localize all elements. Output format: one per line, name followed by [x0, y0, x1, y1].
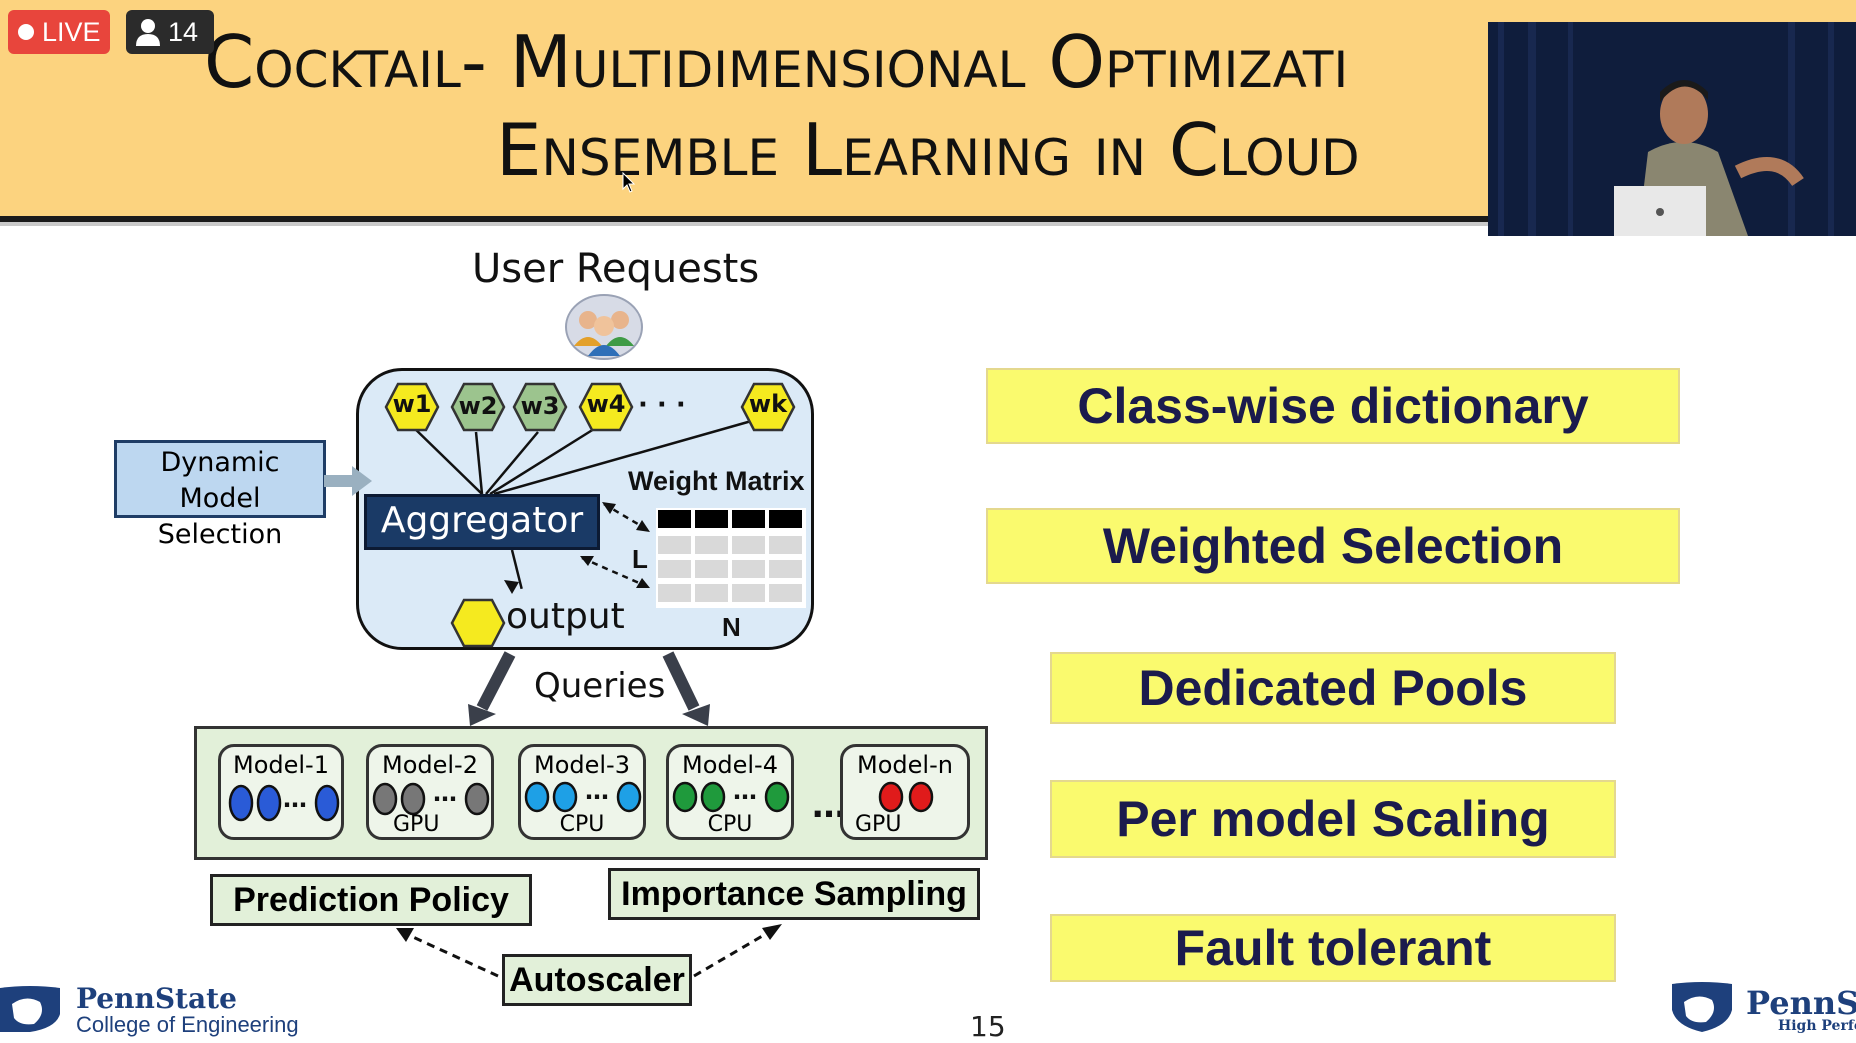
feature-fault-tolerant: Fault tolerant: [1050, 914, 1616, 982]
queries-label: Queries: [534, 666, 666, 706]
user-requests-label: User Requests: [472, 246, 760, 292]
model-n-instances: [878, 781, 934, 813]
dynamic-model-selection-box: Dynamic Model Selection: [114, 440, 326, 550]
autoscaler-arrows: [396, 924, 782, 978]
feature-dedicated-pools: Dedicated Pools: [1050, 652, 1616, 724]
weight-matrix-grid: [656, 508, 806, 608]
pennstate-shield-logo-right: [1672, 982, 1732, 1032]
model-box-2: Model-2 … GPU: [366, 744, 494, 840]
viewer-count: 14: [168, 16, 199, 47]
model-hw-n: GPU: [855, 812, 902, 837]
matrix-cols-label: N: [722, 612, 741, 642]
model-2-ellipsis: …: [433, 779, 457, 807]
model-box-1: Model-1 …: [218, 744, 344, 840]
hexagon-w4-icon: [578, 382, 634, 432]
output-hexagon-icon: [450, 598, 506, 648]
weight-w4: w4: [586, 390, 626, 418]
live-label: LIVE: [42, 16, 101, 47]
weights-graph: [409, 416, 763, 594]
model-3-instances: [524, 781, 642, 813]
model-1-ellipsis: …: [283, 785, 307, 813]
slide-title-line-1: Cocktail- Multidimensional Optimizati: [204, 20, 1349, 104]
model-4-ellipsis: …: [733, 777, 757, 805]
speaker-video: [1488, 22, 1856, 236]
model-box-3: Model-3 … CPU: [518, 744, 646, 840]
model-1-instances: [228, 784, 340, 822]
dms-line-1: Dynamic Model: [160, 447, 280, 514]
model-3-ellipsis: …: [585, 777, 609, 805]
weight-matrix-label: Weight Matrix: [628, 466, 805, 496]
model-name-3: Model-3: [534, 751, 630, 779]
feature-weighted-selection: Weighted Selection: [986, 508, 1680, 584]
page-number: 15: [970, 1010, 1006, 1043]
aggregator-box: Aggregator: [364, 494, 600, 550]
matrix-rows-label: L: [632, 544, 648, 574]
hexagon-w1-icon: [384, 382, 440, 432]
dms-line-2: Selection: [157, 519, 283, 550]
hexagon-w2-icon: [450, 382, 506, 432]
model-hw-2: GPU: [393, 812, 440, 837]
model-name-1: Model-1: [233, 751, 329, 779]
output-label: output: [506, 596, 625, 637]
model-box-n: Model-n GPU: [840, 744, 970, 840]
person-icon: [136, 19, 160, 46]
pennstate-left-subtitle: College of Engineering: [76, 1012, 299, 1037]
live-badge[interactable]: LIVE: [8, 10, 110, 54]
pennstate-right-subtitle: High Perfor: [1778, 1018, 1856, 1034]
dms-arrow: [324, 466, 372, 496]
weight-w3: w3: [520, 392, 560, 420]
model-hw-4: CPU: [707, 812, 753, 837]
hexagon-wk-icon: [740, 382, 796, 432]
prediction-policy-box: Prediction Policy: [210, 874, 532, 926]
users-group-icon: [565, 294, 643, 360]
weight-wk: wk: [748, 390, 788, 418]
model-name-4: Model-4: [682, 751, 778, 779]
model-hw-3: CPU: [559, 812, 605, 837]
slide-title-line-2: Ensemble Learning in Cloud: [496, 108, 1360, 192]
pennstate-right-name: PennSta: [1746, 984, 1856, 1022]
viewer-count-badge[interactable]: 14: [126, 10, 214, 54]
banner-rule: [0, 216, 1856, 222]
banner-shadow: [0, 222, 1856, 226]
model-2-instances: [372, 782, 490, 816]
importance-sampling-box: Importance Sampling: [608, 868, 980, 920]
pennstate-shield-logo: [0, 986, 60, 1032]
autoscaler-box: Autoscaler: [502, 954, 692, 1006]
hexagon-w3-icon: [512, 382, 568, 432]
weight-w2: w2: [458, 392, 498, 420]
weights-ellipsis: · · ·: [638, 390, 686, 420]
feature-per-model-scaling: Per model Scaling: [1050, 780, 1616, 858]
queries-arrows: [468, 651, 710, 726]
weight-w1: w1: [392, 390, 432, 418]
model-name-n: Model-n: [857, 751, 953, 779]
feature-class-wise-dictionary: Class-wise dictionary: [986, 368, 1680, 444]
model-4-instances: [672, 781, 790, 813]
pennstate-left-name: PennState: [76, 982, 237, 1015]
mouse-cursor-icon: [622, 172, 636, 193]
model-box-4: Model-4 … CPU: [666, 744, 794, 840]
model-name-2: Model-2: [382, 751, 478, 779]
live-dot-icon: [18, 24, 34, 40]
